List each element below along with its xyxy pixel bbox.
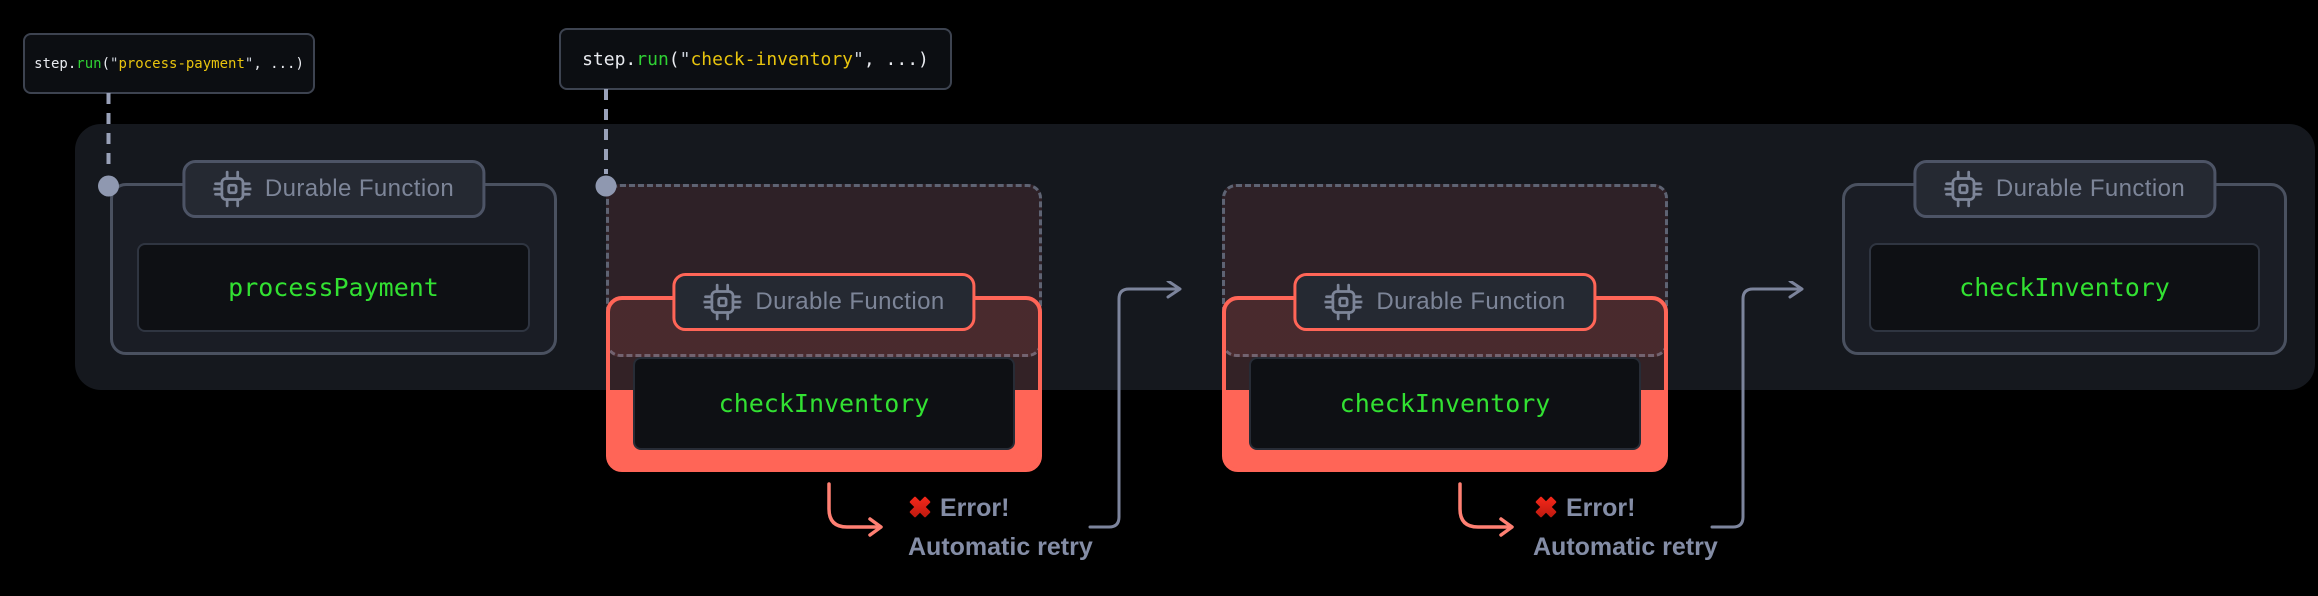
retry-arrow-icon xyxy=(1088,281,1182,529)
x-icon xyxy=(1535,496,1557,518)
code-rest: , ...) xyxy=(253,55,304,72)
automatic-retry-label: Automatic retry xyxy=(908,533,1093,561)
step-connector-2 xyxy=(595,89,617,197)
retry-arrow-icon xyxy=(1710,281,1804,529)
function-name: checkInventory xyxy=(1339,389,1551,418)
code-tooltip-check-inventory: step.run("check-inventory", ...) xyxy=(559,28,952,90)
code-string: check-inventory xyxy=(690,48,854,70)
durable-function-badge: Durable Function xyxy=(672,273,976,331)
badge-label: Durable Function xyxy=(264,175,455,202)
chip-icon xyxy=(1324,283,1363,321)
durable-function-badge: Durable Function xyxy=(1293,273,1597,331)
badge-label: Durable Function xyxy=(1995,175,2186,202)
error-label: Error! xyxy=(940,494,1010,522)
badge-label: Durable Function xyxy=(1376,288,1566,315)
code-method: run xyxy=(636,48,669,70)
function-name-box: checkInventory xyxy=(1869,243,2260,332)
function-name: processPayment xyxy=(228,273,439,302)
code-method: run xyxy=(76,55,102,72)
code-paren: ( xyxy=(668,48,680,70)
function-name-box: checkInventory xyxy=(633,357,1015,450)
durable-function-card-1: Durable Function processPayment xyxy=(110,160,557,355)
code-quote: " xyxy=(110,55,119,72)
automatic-retry-label: Automatic retry xyxy=(1533,533,1718,561)
code-tooltip-process-payment: step.run("process-payment", ...) xyxy=(23,33,315,94)
step-connector-1 xyxy=(98,93,119,197)
code-quote: " xyxy=(679,48,691,70)
connector-dot-icon xyxy=(98,175,119,197)
code-paren: ( xyxy=(101,55,110,72)
function-name-box: checkInventory xyxy=(1249,357,1641,450)
durable-function-badge: Durable Function xyxy=(1912,160,2217,218)
x-icon xyxy=(909,496,931,518)
code-string: process-payment xyxy=(118,55,245,72)
chip-icon xyxy=(212,170,251,208)
retrying-function-card-1: Durable Function checkInventory xyxy=(606,273,1042,472)
code-quote: " xyxy=(244,55,254,72)
code-rest: , ...) xyxy=(863,48,929,70)
code-object: step. xyxy=(34,55,77,72)
durable-function-card-2: Durable Function checkInventory xyxy=(1842,160,2287,355)
error-label: Error! xyxy=(1566,494,1636,522)
durable-function-badge: Durable Function xyxy=(181,160,486,218)
function-name: checkInventory xyxy=(1959,273,2170,302)
chip-icon xyxy=(1943,170,1982,208)
chip-icon xyxy=(703,283,742,321)
error-arrow-icon xyxy=(827,482,883,537)
retrying-function-card-2: Durable Function checkInventory xyxy=(1222,273,1668,472)
function-name-box: processPayment xyxy=(137,243,530,332)
error-arrow-icon xyxy=(1458,482,1514,537)
code-quote: " xyxy=(853,48,864,70)
code-object: step. xyxy=(582,48,637,70)
connector-dot-icon xyxy=(595,175,617,197)
badge-label: Durable Function xyxy=(755,288,945,315)
function-name: checkInventory xyxy=(718,389,930,418)
